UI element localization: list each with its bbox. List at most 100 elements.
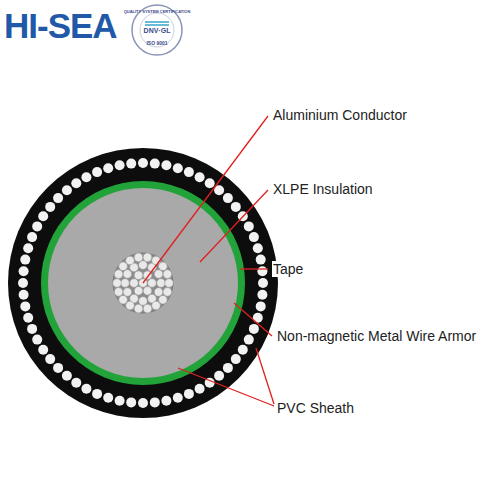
conductor-strand	[134, 304, 143, 313]
conductor-strand	[123, 270, 132, 279]
armor-wire	[38, 211, 48, 221]
armor-wire	[103, 393, 113, 403]
armor-wire	[184, 167, 194, 177]
conductor-strand	[139, 261, 148, 270]
conductor-strand	[130, 279, 139, 288]
armor-wire	[257, 266, 267, 276]
conductor-strand	[134, 253, 143, 262]
armor-wire	[150, 397, 160, 407]
armor-wire	[27, 324, 37, 334]
armor-wire	[92, 167, 102, 177]
conductor-strand	[163, 288, 172, 297]
armor-wire	[244, 335, 254, 345]
armor-wire	[244, 221, 254, 231]
armor-wire	[126, 397, 136, 407]
armor-wire	[38, 345, 48, 355]
conductor-strand	[143, 304, 152, 313]
part-label: Non-magnetic Metal Wire Armor	[276, 328, 477, 344]
conductor-strand	[159, 262, 168, 271]
armor-wire	[256, 255, 266, 265]
armor-wire	[253, 243, 263, 253]
armor-wire	[150, 159, 160, 169]
leader-lines	[143, 116, 274, 406]
conductor-strand	[126, 256, 135, 265]
armor-wire	[23, 243, 33, 253]
armor-wire	[71, 178, 81, 188]
armor-wire	[23, 313, 33, 323]
conductor-strand	[143, 287, 152, 296]
armor-wire	[173, 393, 183, 403]
conductor-strand	[134, 287, 143, 296]
leader-line	[234, 303, 272, 336]
armor-wire	[115, 396, 125, 406]
conductor-strand	[114, 270, 123, 279]
armor-wire	[173, 163, 183, 173]
armor-wire	[71, 378, 81, 388]
conductor-strand	[123, 288, 132, 297]
conductor-strand	[119, 262, 128, 271]
armor-wire	[20, 255, 30, 265]
armor-wire	[32, 221, 42, 231]
armor-wire	[184, 389, 194, 399]
leader-line	[240, 268, 268, 269]
conductor-strand	[139, 297, 148, 306]
armor-wire	[249, 324, 259, 334]
conductor-strand	[113, 279, 122, 288]
armor-wire	[126, 159, 136, 169]
part-label: XLPE Insulation	[272, 181, 374, 197]
part-label: PVC Sheath	[276, 400, 355, 416]
armor-wire	[231, 202, 241, 212]
armor-wire	[81, 384, 91, 394]
armor-wire	[62, 185, 72, 195]
armor-wire	[161, 160, 171, 170]
conductor-strand	[152, 256, 161, 265]
armor-wire	[45, 354, 55, 364]
conductor-strand	[163, 270, 172, 279]
armor-wire	[62, 371, 72, 381]
armor-wire	[19, 266, 29, 276]
conductor-strand	[119, 295, 128, 304]
armor-wire	[27, 232, 37, 242]
conductor-strand	[165, 279, 174, 288]
conductor-strand	[159, 295, 168, 304]
conductor-strand	[143, 253, 152, 262]
armor-wire	[138, 398, 148, 408]
armor-wire	[205, 178, 215, 188]
armor-wire	[18, 278, 28, 288]
armor-wire	[92, 389, 102, 399]
armor-wire	[256, 301, 266, 311]
armor-wire	[138, 158, 148, 168]
armor-wire	[20, 301, 30, 311]
leader-line	[143, 116, 268, 283]
armor-wire	[161, 396, 171, 406]
armor-wire	[53, 363, 63, 373]
leader-line	[200, 190, 268, 262]
armor-wire	[19, 290, 29, 300]
armor-wire	[53, 193, 63, 203]
badge-text: QUALITY SYSTEM CERTIFICATION	[124, 9, 191, 14]
armor-wire	[238, 345, 248, 355]
conductor-strand	[126, 301, 135, 310]
conductor-strand	[154, 288, 163, 297]
armor-wire	[257, 290, 267, 300]
armor-wire	[231, 354, 241, 364]
conductor-strand	[152, 301, 161, 310]
conductor-strand	[121, 279, 130, 288]
armor-wire	[214, 371, 224, 381]
conductor-strand	[134, 271, 143, 280]
leader-line	[178, 368, 274, 406]
conductor-strand	[157, 279, 166, 288]
armor-wire	[81, 172, 91, 182]
armor-wire	[103, 163, 113, 173]
badge-waves	[145, 22, 169, 25]
conductor-strand	[114, 288, 123, 297]
armor-wire	[45, 202, 55, 212]
armor-wire	[195, 172, 205, 182]
badge-text: DNV·GL	[144, 27, 171, 34]
armor-wire	[223, 193, 233, 203]
badge-text: ISO 9001	[146, 40, 167, 46]
part-label: Aluminium Conductor	[272, 107, 408, 123]
brand-logo: HI-SEA	[4, 6, 117, 46]
conductor-strand	[148, 279, 157, 288]
